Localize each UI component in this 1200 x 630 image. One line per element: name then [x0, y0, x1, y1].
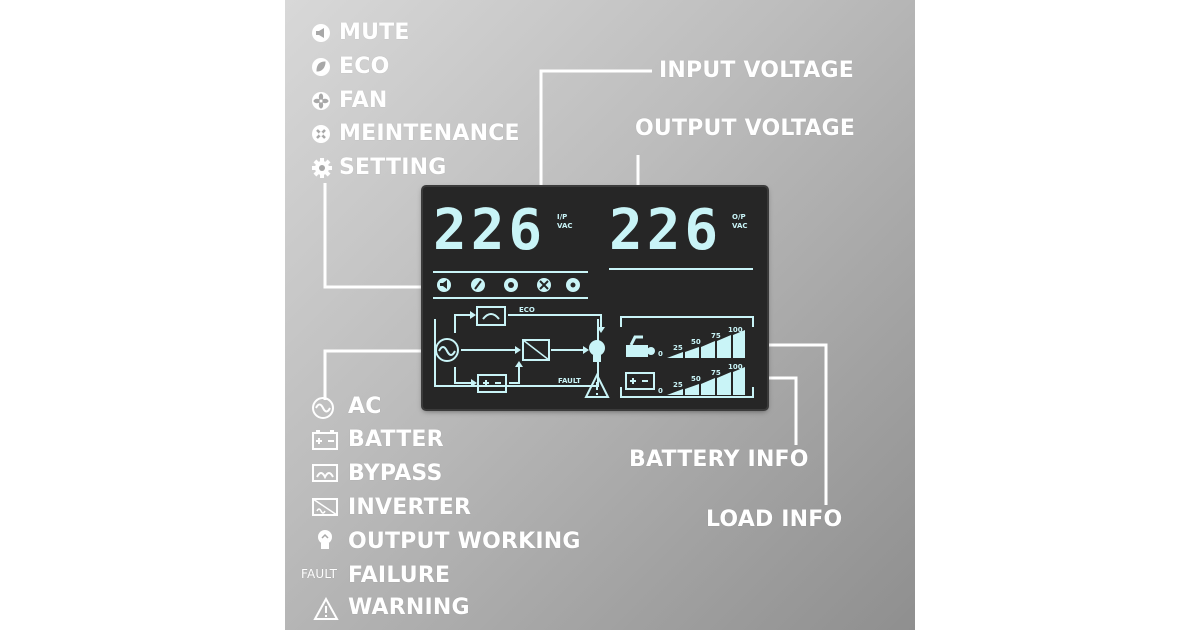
- output-voltage-label: OUTPUT VOLTAGE: [635, 116, 856, 141]
- fault-lcd-label: FAULT: [558, 377, 581, 385]
- bypass-icon: [312, 464, 338, 482]
- arrow-ac-bypass: [454, 314, 470, 333]
- lcd-icon-row: [437, 278, 580, 292]
- failure-label: FAILURE: [348, 563, 451, 588]
- setting-line: [323, 183, 430, 289]
- load-scale-25: 25: [673, 344, 683, 352]
- load-info-line: [745, 343, 828, 505]
- inverter-label: INVERTER: [348, 495, 472, 520]
- battery-scale-100: 100: [728, 363, 743, 371]
- battery-label: BATTER: [348, 427, 444, 452]
- input-voltage-line: [539, 69, 652, 200]
- battery-icon: [312, 430, 338, 450]
- input-voltage-readout: 226: [433, 198, 547, 263]
- load-level-bars: [667, 330, 745, 358]
- ac-label: AC: [348, 394, 382, 419]
- maintenance-icon: [312, 125, 330, 143]
- lcd-graphics: [433, 268, 754, 398]
- fan-label: FAN: [339, 88, 388, 113]
- lcd-ac-icon: [435, 338, 459, 362]
- load-scale-75: 75: [711, 332, 721, 340]
- lcd-inverter-icon: [522, 339, 550, 361]
- arrow-ac-battery: [454, 367, 471, 384]
- lcd-display: 226 I/P VAC 226 O/P VAC ECO FAULT 0 25 5…: [423, 187, 767, 409]
- lcd-battery-icon: [477, 374, 507, 393]
- eco-icon: [312, 58, 330, 76]
- output-unit-vac: VAC: [732, 222, 748, 230]
- mute-label: MUTE: [339, 20, 410, 45]
- battery-scale-0: 0: [658, 387, 663, 395]
- lcd-load-icon: [626, 335, 655, 357]
- lcd-warning-icon: [584, 372, 610, 398]
- lcd-bypass-icon: [476, 306, 506, 326]
- warning-icon: [313, 597, 339, 620]
- battery-scale-50: 50: [691, 375, 701, 383]
- lcd-bulb-icon: [589, 340, 605, 362]
- load-scale-100: 100: [728, 326, 743, 334]
- load-scale-50: 50: [691, 338, 701, 346]
- arrow-bypass-output: [508, 314, 602, 327]
- input-unit-vac: VAC: [557, 222, 573, 230]
- eco-lcd-label: ECO: [519, 306, 535, 314]
- output-unit-op: O/P: [732, 213, 746, 221]
- setting-label: SETTING: [339, 155, 447, 180]
- warning-label: WARNING: [348, 595, 470, 620]
- load-gauge-frame-top: [620, 316, 754, 327]
- inverter-icon: [312, 498, 338, 516]
- maintenance-label: MEINTENANCE: [339, 121, 520, 146]
- mute-icon: [312, 24, 330, 42]
- battery-gauge-frame-bottom: [620, 387, 754, 398]
- output-voltage-readout: 226: [609, 198, 723, 263]
- output-working-label: OUTPUT WORKING: [348, 529, 581, 554]
- lcd-battery-gauge-icon: [625, 372, 655, 390]
- setting-icon: [312, 158, 332, 178]
- battery-scale-75: 75: [711, 369, 721, 377]
- bulb-icon: [318, 530, 332, 549]
- fan-icon: [312, 92, 330, 110]
- ac-icon: [312, 397, 334, 419]
- arrow-battery-inverter: [509, 367, 520, 384]
- ac-line: [323, 349, 432, 400]
- bypass-label: BYPASS: [348, 461, 443, 486]
- input-unit-ip: I/P: [557, 213, 568, 221]
- battery-info-label: BATTERY INFO: [629, 447, 809, 472]
- battery-level-bars: [667, 367, 745, 395]
- input-voltage-label: INPUT VOLTAGE: [659, 58, 854, 83]
- eco-label: ECO: [339, 54, 390, 79]
- battery-scale-25: 25: [673, 381, 683, 389]
- fault-prefix: FAULT: [301, 567, 338, 581]
- load-info-label: LOAD INFO: [706, 507, 843, 532]
- load-scale-0: 0: [658, 350, 663, 358]
